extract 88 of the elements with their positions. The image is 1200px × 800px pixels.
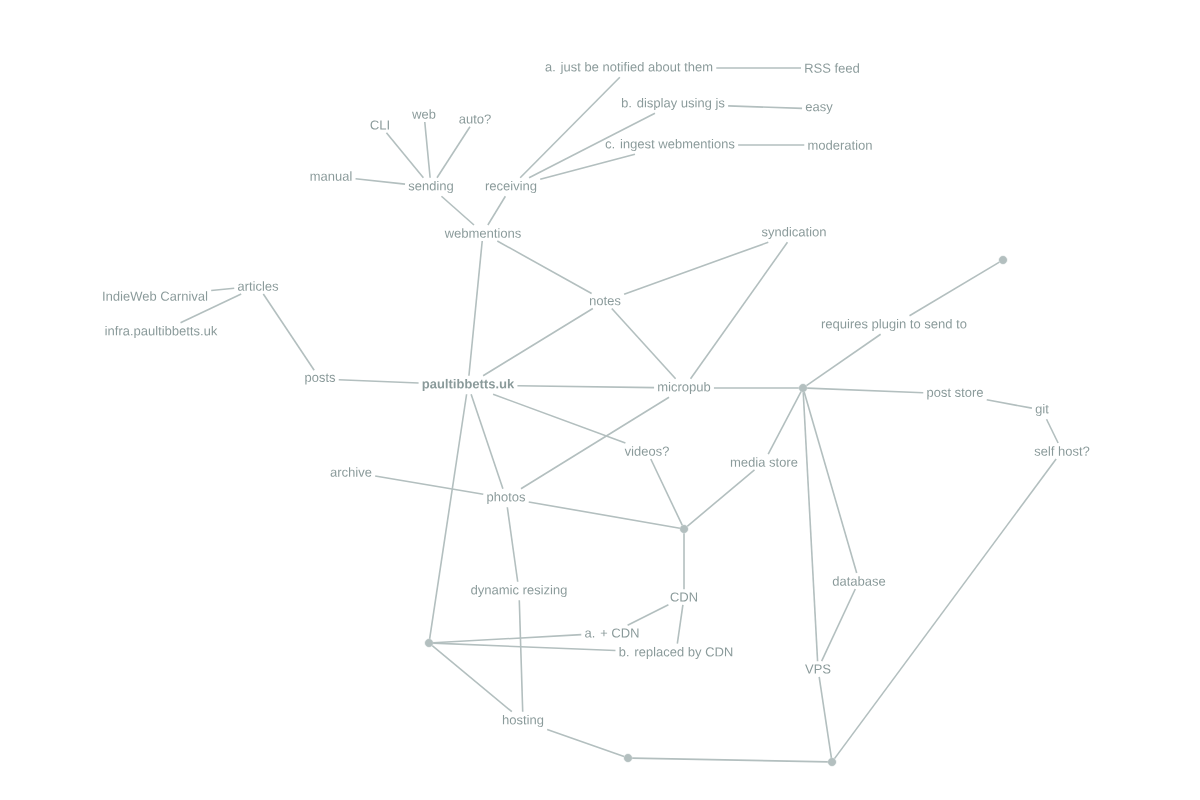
connector-line <box>626 604 670 626</box>
connector-line <box>428 393 468 640</box>
connector-line <box>727 105 803 110</box>
connector-line <box>802 391 819 662</box>
topic-label: b. replaced by CDN <box>619 646 733 660</box>
topic-label: database <box>832 576 886 586</box>
connector-line <box>520 396 670 490</box>
connector-line <box>631 757 829 763</box>
connector-line <box>374 475 485 495</box>
topic-label: media store <box>730 457 798 467</box>
connector-line <box>487 195 507 226</box>
topic-label: auto? <box>459 114 491 124</box>
connector-line <box>179 293 242 324</box>
connector-line <box>683 532 685 590</box>
connector-line <box>518 599 524 713</box>
connector-line <box>337 378 420 384</box>
connector-line <box>423 121 431 179</box>
connector-line <box>715 67 802 69</box>
topic-label: photos <box>487 491 526 505</box>
connector-line <box>806 387 925 394</box>
connector-line <box>833 458 1057 760</box>
connector-line <box>385 132 425 179</box>
topic-label: c. ingest webmentions <box>605 138 735 152</box>
connector-line <box>516 384 655 389</box>
topic-label: VPS <box>805 664 831 674</box>
topic-label: archive <box>330 467 372 477</box>
topic-label: moderation <box>808 140 872 150</box>
topic-label: b. display using js <box>621 97 725 111</box>
connector-line <box>985 399 1033 409</box>
connector-line <box>519 76 621 179</box>
connector-line <box>737 144 806 146</box>
topic-label: post store <box>927 388 983 400</box>
connector-line <box>528 112 656 179</box>
topic-label: micropub <box>658 381 711 395</box>
connector-line <box>354 177 406 185</box>
connector-line <box>527 501 681 530</box>
connector-line <box>820 588 857 662</box>
connector-line <box>496 240 593 295</box>
topic-label: web <box>412 109 436 119</box>
connector-line <box>506 506 519 583</box>
connector-line <box>210 287 235 292</box>
topic-label: webmentions <box>444 228 521 238</box>
topic-label: RSS feed <box>805 63 859 73</box>
connector-line <box>482 307 594 377</box>
connector-line <box>432 642 617 652</box>
connector-line <box>676 604 684 645</box>
topic-label: CLI <box>370 120 389 130</box>
topic-label: self host? <box>1034 446 1090 456</box>
topic-label: sending <box>408 180 453 194</box>
connector-line <box>546 728 625 758</box>
connector-line <box>436 126 471 179</box>
topic-label: videos? <box>624 446 669 456</box>
connector-line <box>468 240 484 377</box>
topic-label: requires plugin to send to <box>821 318 967 332</box>
topic-label: infra.paultibbetts.uk <box>105 325 218 339</box>
topic-label: articles <box>237 281 279 291</box>
connector-line <box>805 333 882 387</box>
connector-line <box>713 387 800 389</box>
connector-line <box>262 293 315 372</box>
connector-line <box>686 469 756 528</box>
connector-line <box>623 241 770 295</box>
connector-line <box>539 153 636 181</box>
topic-label: a. just be notified about them <box>545 61 713 75</box>
topic-label: easy <box>805 104 833 114</box>
connector-line <box>803 391 858 574</box>
topic-label: git <box>1035 403 1049 417</box>
connector-line <box>650 458 683 526</box>
connector-line <box>611 307 677 380</box>
topic-label: syndication <box>761 226 826 240</box>
topic-label: a. + CDN <box>585 628 639 638</box>
connector-line <box>1045 418 1059 444</box>
topic-label: CDN <box>670 592 697 602</box>
connector-line <box>767 390 802 455</box>
topic-label: IndieWeb Carnival <box>103 291 208 301</box>
topic-label: posts <box>305 373 336 385</box>
connector-line <box>689 241 789 380</box>
topic-label: paultibbetts.uk <box>422 378 515 392</box>
connector-line <box>818 676 833 759</box>
topic-label: receiving <box>485 180 537 194</box>
topic-label: notes <box>589 296 621 306</box>
topic-label: hosting <box>502 714 544 728</box>
connector-line <box>908 261 1001 317</box>
connector-line <box>440 195 475 226</box>
connector-line <box>470 393 504 490</box>
topic-label: manual <box>310 171 352 181</box>
connector-line <box>431 644 513 713</box>
topic-label: dynamic resizing <box>471 584 567 598</box>
connector-line <box>492 393 627 444</box>
